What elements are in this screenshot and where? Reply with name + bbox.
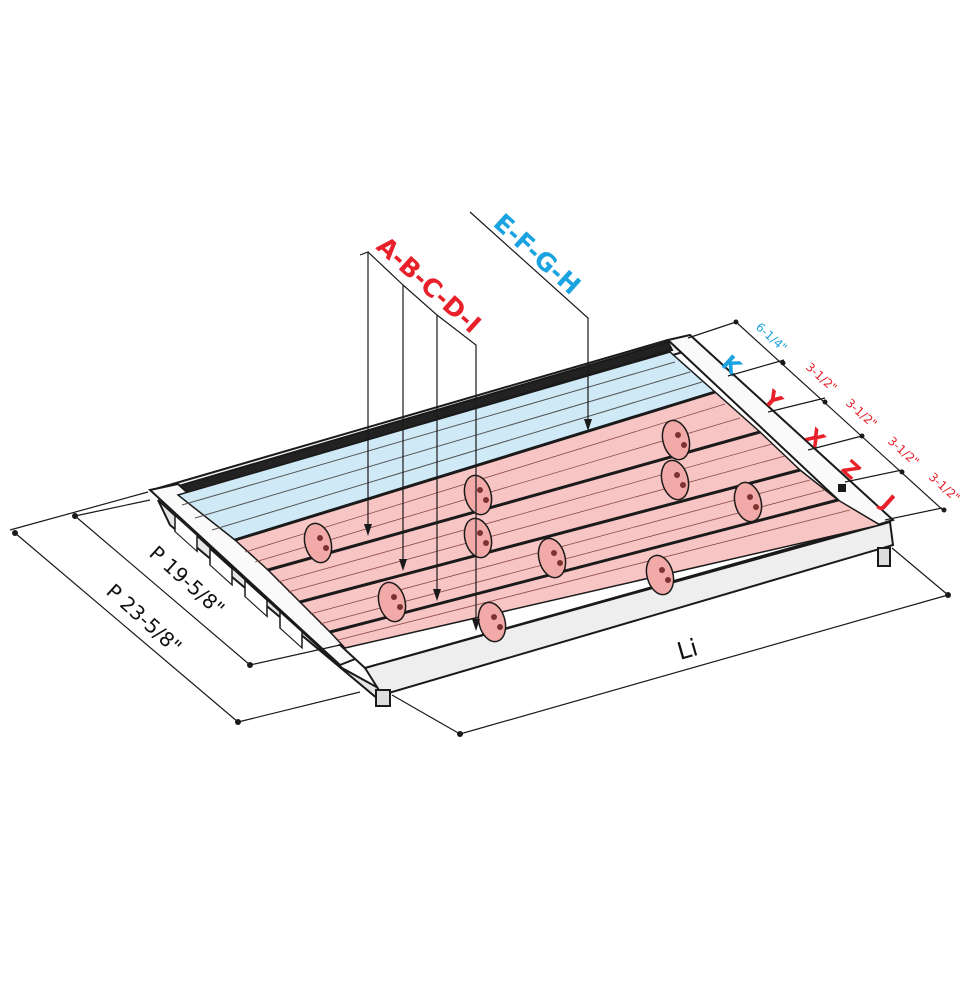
row-width-y: 3-1/2": [803, 360, 840, 395]
leader-arrows: [364, 419, 592, 631]
row-width-k: 6-1/4": [753, 320, 790, 355]
handle: [477, 601, 507, 643]
row-width-ticks: [733, 319, 947, 513]
handle: [645, 554, 675, 596]
length-dimension: [391, 547, 949, 735]
left-end-slots: [174, 514, 303, 650]
row-width-x: 3-1/2": [843, 396, 880, 431]
handle: [733, 481, 763, 523]
handle: [660, 459, 690, 501]
front-rail-bottom: [363, 520, 895, 697]
left-foot: [375, 689, 391, 707]
handle-holes: [317, 432, 759, 630]
handle: [463, 474, 493, 516]
handle: [463, 517, 493, 559]
depth-ticks: [12, 513, 253, 725]
handle: [661, 419, 691, 461]
row-width-z: 3-1/2": [885, 434, 922, 469]
handle: [537, 537, 567, 579]
groove-lines: [244, 403, 851, 641]
length-label: Li: [674, 633, 701, 665]
blue-group-label: E-F-G-H: [488, 208, 586, 300]
row-label-j: J: [874, 490, 898, 515]
right-foot: [877, 547, 891, 567]
slide-handles: [303, 419, 763, 643]
row-width-dimension: [687, 321, 946, 521]
depth-dimensions: [9, 491, 361, 723]
tray-frame: [147, 333, 895, 708]
leader-lines: [359, 211, 589, 625]
right-end-cap: [665, 333, 895, 530]
z-marker: [838, 484, 846, 492]
length-ticks: [457, 592, 951, 737]
handle: [377, 581, 407, 623]
red-group-label: A-B-C-D-I: [371, 231, 487, 339]
depth-outer-label: P 23-5/8": [102, 579, 187, 659]
handle: [303, 522, 333, 564]
